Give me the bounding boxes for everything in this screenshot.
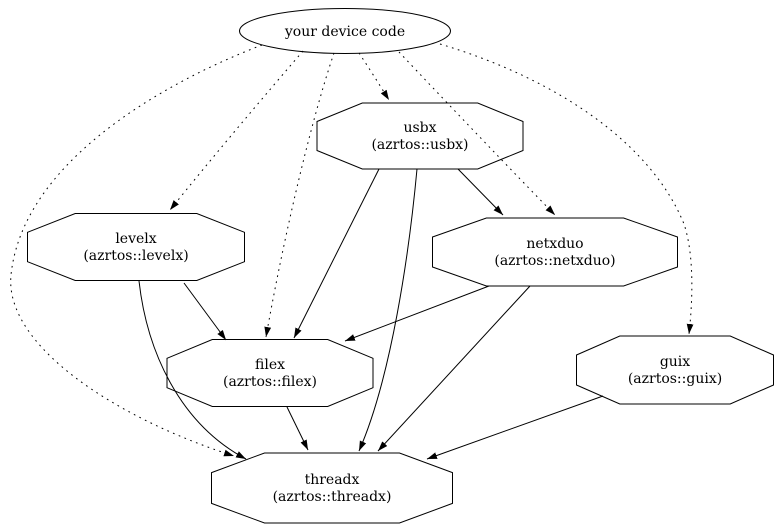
edge-your-device-code-filex [264,52,335,338]
node-threadx-label: threadx [305,472,360,488]
node-your-device-code-ellipse [239,8,451,54]
node-guix-sublabel: (azrtos::guix) [628,371,722,387]
node-threadx-octagon [211,452,453,524]
node-filex-label: filex [255,357,285,373]
node-usbx-label: usbx [403,120,436,136]
node-filex: filex(azrtos::filex) [166,339,374,407]
node-guix-octagon [576,335,774,405]
edge-netxduo-threadx [377,285,531,452]
edge-usbx-netxduo [457,168,504,216]
edge-usbx-filex [293,168,380,339]
node-your-device-code: your device code [239,8,451,54]
node-guix: guix(azrtos::guix) [576,335,774,405]
node-filex-sublabel: (azrtos::filex) [223,374,317,390]
node-usbx-octagon [316,102,524,170]
node-your-device-code-label: your device code [284,24,405,40]
node-levelx-label: levelx [115,231,156,247]
node-netxduo: netxduo(azrtos::netxduo) [432,217,678,287]
node-filex-octagon [166,339,374,407]
edge-netxduo-filex [344,285,490,342]
edge-your-device-code-threadx [10,44,263,457]
edge-levelx-threadx [138,280,247,460]
node-netxduo-octagon [432,217,678,287]
edge-layer [10,43,694,460]
edge-levelx-filex [183,282,227,341]
node-netxduo-sublabel: (azrtos::netxduo) [494,253,615,269]
node-guix-label: guix [660,354,690,370]
node-levelx-octagon [27,213,245,281]
node-levelx-sublabel: (azrtos::levelx) [83,248,188,264]
edge-usbx-threadx [358,168,418,452]
node-levelx: levelx(azrtos::levelx) [27,213,245,281]
node-threadx-sublabel: (azrtos::threadx) [273,489,392,505]
node-usbx-sublabel: (azrtos::usbx) [371,137,468,153]
node-usbx: usbx(azrtos::usbx) [316,102,524,170]
edge-your-device-code-levelx [169,50,304,211]
node-netxduo-label: netxduo [526,236,583,252]
edge-guix-threadx [426,395,604,460]
edge-your-device-code-usbx [358,52,390,101]
node-layer: your device codeusbx(azrtos::usbx)levelx… [27,8,774,524]
edge-filex-threadx [286,406,309,451]
node-threadx: threadx(azrtos::threadx) [211,452,453,524]
